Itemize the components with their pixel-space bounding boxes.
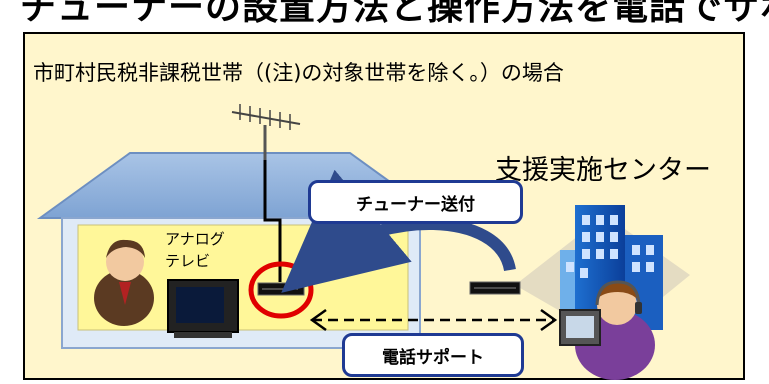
phone-support-label: 電話サポート — [342, 333, 524, 377]
header-strip: チューナーの設置方法と操作方法を電話でサポート — [0, 0, 769, 26]
diagram-subtitle: 市町村民税非課税世帯（(注)の対象世帯を除く。）の場合 — [33, 61, 564, 85]
analog-tv-label-line2: テレビ — [165, 252, 211, 270]
support-operator-icon — [559, 280, 655, 380]
analog-tv-icon — [167, 279, 239, 338]
support-center-label: 支援実施センター — [495, 155, 711, 186]
resident-person-icon — [94, 239, 154, 326]
page-title: チューナーの設置方法と操作方法を電話でサポート — [20, 0, 769, 26]
antenna-icon — [231, 104, 301, 282]
tuner-send-label: チューナー送付 — [308, 180, 523, 224]
tuner-icon-house — [257, 282, 305, 296]
tuner-icon-center — [469, 281, 521, 295]
phone-support-arrow — [309, 308, 558, 332]
send-arrow — [281, 169, 516, 293]
analog-tv-label-line1: アナログ — [165, 230, 225, 248]
